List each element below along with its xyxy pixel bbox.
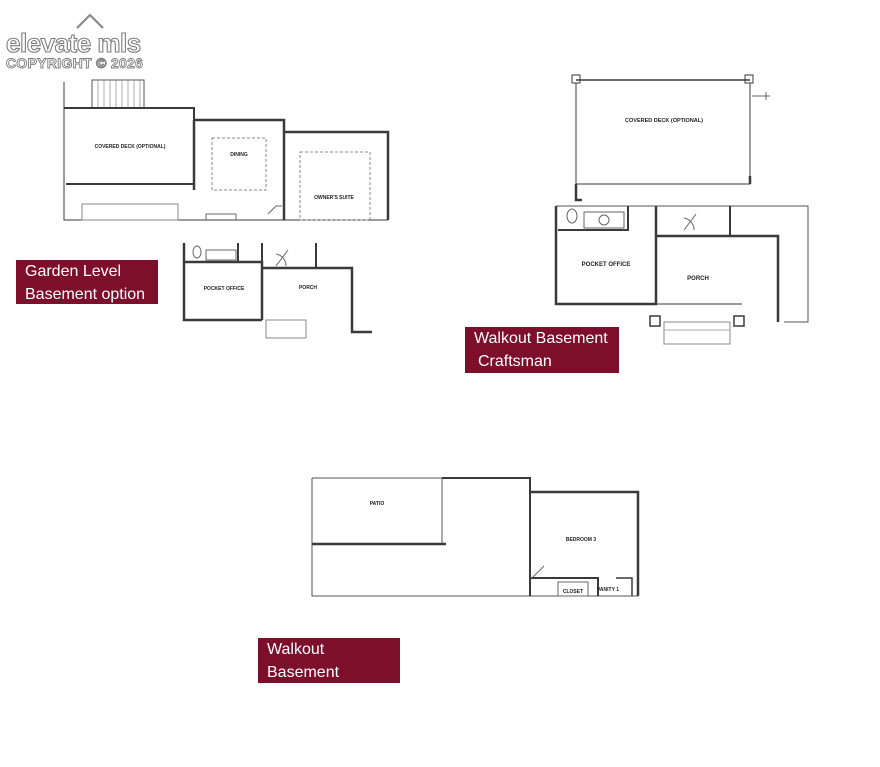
room-label: OWNER'S SUITE [314,195,354,201]
room-label: DINING [230,152,248,158]
craftsman-label: Walkout Basement Craftsman [465,327,619,373]
garden-level-label: Garden Level Basement option [16,260,158,304]
walkout-label: Walkout Basement [258,638,400,683]
roof-icon [76,13,104,29]
room-label: PATIO [370,501,385,507]
room-label: PORCH [299,285,317,291]
room-label: COVERED DECK (OPTIONAL) [95,144,166,150]
watermark: elevate mls COPYRIGHT © 2026 [5,13,144,71]
craftsman-label-line1: Walkout Basement [474,330,608,347]
room-label: PORCH [687,276,709,282]
watermark-brand: elevate mls [5,28,141,58]
garden-level-plan [63,79,390,339]
watermark-copyright: COPYRIGHT © 2026 [6,55,144,71]
walkout-plan [311,477,640,597]
room-label: BEDROOM 3 [566,537,597,543]
walkout-label-line1: Walkout [267,641,325,658]
garden-level-label-line2: Basement option [25,286,146,303]
room-label: POCKET OFFICE [582,262,631,268]
room-label: COVERED DECK (OPTIONAL) [625,118,703,124]
room-label: CLOSET [563,589,583,595]
walkout-label-line2: Basement [267,664,340,681]
craftsman-plan [554,74,809,345]
room-label: VANITY 1 [597,587,619,593]
craftsman-label-line2: Craftsman [478,353,552,370]
room-label: POCKET OFFICE [204,286,245,292]
garden-level-label-line1: Garden Level [25,263,122,280]
